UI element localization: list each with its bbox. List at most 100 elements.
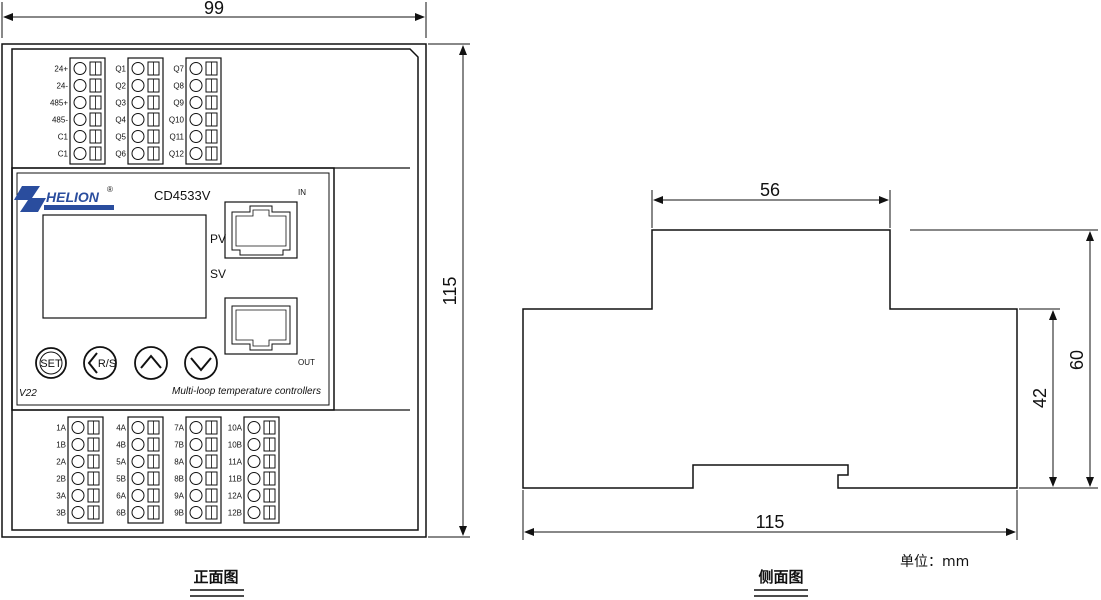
version-label: V22: [19, 388, 37, 399]
terminal-screw: [189, 455, 203, 468]
terminal-screw: [131, 506, 145, 519]
terminal-screw: [71, 421, 85, 434]
terminal-label: Q9: [173, 99, 184, 108]
terminal-screw: [247, 489, 261, 502]
terminal-label: 1B: [56, 441, 66, 450]
side-view-caption: 侧面图: [758, 568, 803, 586]
terminal-screw: [73, 113, 87, 126]
rj45-port-in: [224, 201, 298, 259]
bottom-dimension: 115: [756, 512, 785, 532]
rs-button-label: R/S: [98, 358, 116, 370]
pv-label: PV: [210, 232, 226, 246]
set-button-label: SET: [40, 358, 62, 370]
terminal-label: 24-: [56, 82, 68, 91]
terminal-label: 3B: [56, 509, 66, 518]
terminal-label: 1A: [56, 424, 66, 433]
terminal-label: Q11: [169, 133, 184, 142]
housing-inner: [11, 48, 419, 531]
bottom-terminal-block: 1A1B2A2B3A3B4A4B5A5B6A6B7A7B8A8B9A9B10A1…: [56, 416, 280, 524]
terminal-screw: [71, 489, 85, 502]
terminal-screw: [131, 472, 145, 485]
terminal-label: 3A: [56, 492, 66, 501]
terminal-label: Q10: [169, 116, 185, 125]
terminal-column: 4A 4B 5A 5B 6A 6B: [116, 416, 164, 524]
terminal-label: 4B: [116, 441, 126, 450]
helion-logo: HELION ®: [14, 185, 114, 212]
terminal-screw: [131, 79, 145, 92]
terminal-screw: [73, 96, 87, 109]
terminal-label: 8B: [174, 475, 184, 484]
down-button[interactable]: [184, 346, 218, 380]
unit-label: 单位：mm: [900, 554, 969, 570]
terminal-label: 4A: [116, 424, 126, 433]
terminal-label: C1: [58, 150, 69, 159]
terminal-label: Q4: [115, 116, 126, 125]
terminal-screw: [189, 79, 203, 92]
rs-button[interactable]: R/S: [83, 346, 117, 380]
terminal-label: Q8: [173, 82, 184, 91]
terminal-label: Q6: [115, 150, 126, 159]
terminal-label: Q3: [115, 99, 126, 108]
terminal-screw: [247, 472, 261, 485]
side-profile: [522, 229, 1018, 489]
terminal-label: 7B: [174, 441, 184, 450]
terminal-label: 12A: [228, 492, 243, 501]
up-button[interactable]: [134, 346, 168, 380]
brand-name: HELION: [46, 189, 100, 205]
terminal-label: 6A: [116, 492, 126, 501]
terminal-label: 9A: [174, 492, 184, 501]
terminal-screw: [189, 147, 203, 160]
terminal-label: Q2: [115, 82, 126, 91]
terminal-screw: [189, 113, 203, 126]
terminal-screw: [189, 438, 203, 451]
terminal-screw: [189, 506, 203, 519]
terminal-label: 5B: [116, 475, 126, 484]
terminal-screw: [131, 489, 145, 502]
terminal-screw: [247, 455, 261, 468]
outer-height-dimension: 60: [1067, 350, 1087, 370]
terminal-label: 7A: [174, 424, 184, 433]
width-dimension: 99: [204, 0, 224, 18]
in-port-label: IN: [298, 188, 306, 197]
terminal-label: 5A: [116, 458, 126, 467]
terminal-screw: [131, 130, 145, 143]
terminal-screw: [131, 113, 145, 126]
up-arrow-icon: [140, 354, 162, 369]
terminal-screw: [131, 455, 145, 468]
set-button[interactable]: SET: [35, 347, 67, 379]
lcd-display: [42, 214, 207, 319]
terminal-screw: [73, 147, 87, 160]
terminal-screw: [189, 62, 203, 75]
terminal-screw: [189, 421, 203, 434]
terminal-label: C1: [58, 133, 69, 142]
terminal-screw: [131, 96, 145, 109]
terminal-screw: [189, 489, 203, 502]
terminal-label: Q5: [115, 133, 126, 142]
top-dimension: 56: [760, 180, 780, 200]
terminal-screw: [131, 147, 145, 160]
terminal-screw: [189, 472, 203, 485]
rj45-port-out: [224, 297, 298, 355]
front-view: 99 115 24+24-485+485-C1C1Q1Q2Q3Q4Q5Q6Q7Q…: [1, 0, 470, 597]
terminal-label: 12B: [228, 509, 242, 518]
terminal-label: 485-: [52, 116, 68, 125]
terminal-screw: [73, 130, 87, 143]
terminal-screw: [71, 455, 85, 468]
side-view: 56 115 42 60 单位：mm 侧面图: [522, 180, 1098, 597]
terminal-screw: [71, 438, 85, 451]
height-dimension: 115: [440, 277, 460, 306]
terminal-screw: [131, 62, 145, 75]
terminal-label: 6B: [116, 509, 126, 518]
terminal-label: Q1: [115, 65, 126, 74]
terminal-label: 24+: [54, 65, 68, 74]
terminal-screw: [247, 506, 261, 519]
terminal-screw: [189, 96, 203, 109]
terminal-screw: [71, 472, 85, 485]
down-arrow-icon: [190, 357, 212, 372]
housing-outer: [1, 43, 427, 538]
